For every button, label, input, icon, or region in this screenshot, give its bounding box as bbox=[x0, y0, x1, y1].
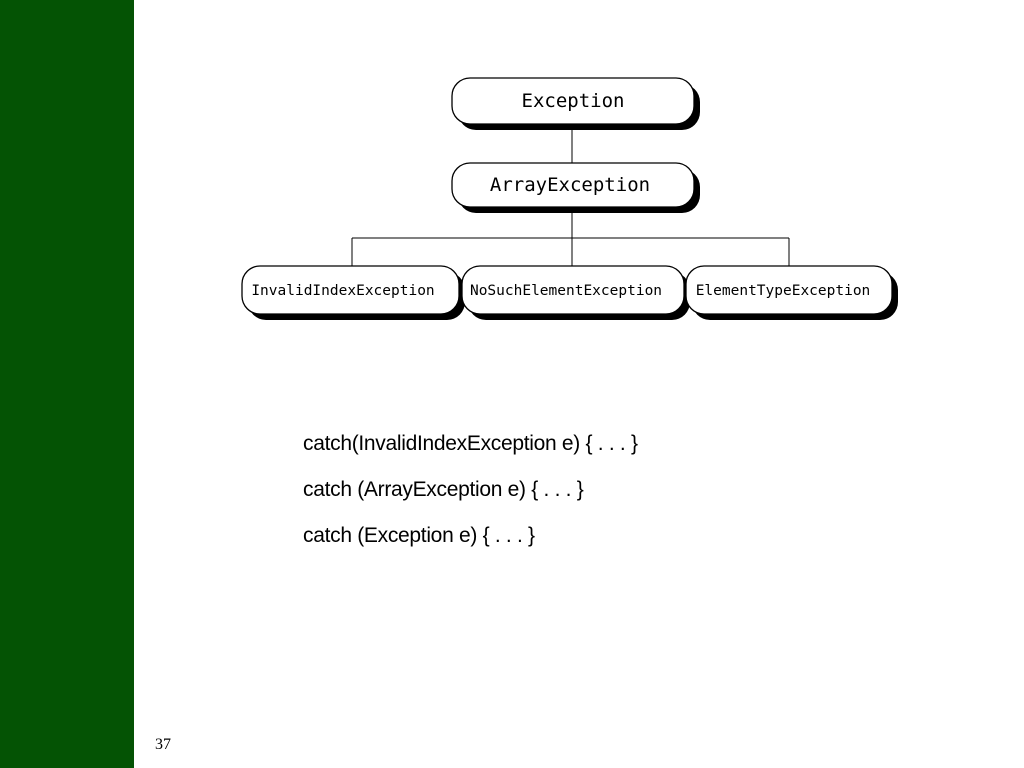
catch-line-invalidindexexception: catch(InvalidIndexException e) { . . . } bbox=[303, 432, 638, 455]
catch-line-arrayexception: catch (ArrayException e) { . . . } bbox=[303, 478, 584, 501]
node-elementtypeexception: ElementTypeException bbox=[685, 265, 898, 320]
node-nosuchelementexception-label: NoSuchElementException bbox=[470, 283, 662, 299]
page-number: 37 bbox=[155, 736, 171, 753]
node-exception-box bbox=[451, 77, 695, 125]
node-elementtypeexception-box bbox=[685, 265, 893, 315]
node-invalidindexexception-box bbox=[241, 265, 460, 315]
node-exception-label: Exception bbox=[522, 90, 625, 112]
node-exception: Exception bbox=[451, 77, 700, 130]
sidebar-band bbox=[0, 0, 134, 768]
catch-line-exception: catch (Exception e) { . . . } bbox=[303, 524, 535, 547]
node-invalidindexexception: InvalidIndexException bbox=[241, 265, 465, 320]
node-arrayexception-box bbox=[451, 162, 695, 208]
node-elementtypeexception-label: ElementTypeException bbox=[696, 283, 871, 299]
node-invalidindexexception-label: InvalidIndexException bbox=[251, 283, 434, 299]
node-arrayexception-label: ArrayException bbox=[490, 174, 650, 196]
node-arrayexception: ArrayException bbox=[451, 162, 700, 213]
node-nosuchelementexception: NoSuchElementException bbox=[461, 265, 690, 320]
node-nosuchelementexception-box bbox=[461, 265, 685, 315]
